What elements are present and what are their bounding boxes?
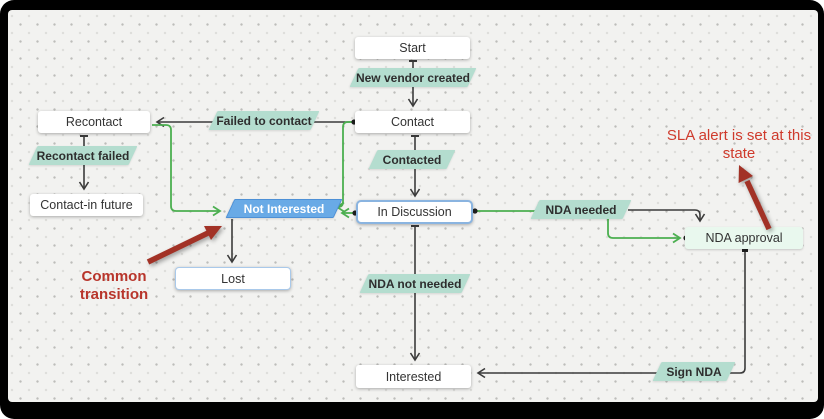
common-transition-arrow	[146, 226, 222, 265]
transition-not-interested[interactable]: Not Interested	[225, 199, 343, 218]
dot-indiscussion-right	[472, 208, 478, 214]
edge-approval-to-interested	[476, 252, 746, 379]
transition-label: Contacted	[382, 152, 442, 167]
state-label: Contact-in future	[40, 198, 133, 212]
annotation-sla-alert: SLA alert is set at this state	[666, 127, 812, 162]
state-label: Lost	[221, 271, 245, 286]
annotation-common-transition: Common transition	[79, 268, 149, 303]
transition-label: Sign NDA	[666, 364, 722, 379]
transition-label: Failed to contact	[216, 113, 312, 128]
sla-alert-arrow	[738, 165, 772, 231]
state-contact[interactable]: Contact	[355, 111, 470, 133]
state-label: NDA approval	[705, 231, 783, 245]
state-contact-in-future[interactable]: Contact-in future	[30, 194, 143, 216]
arrow-head	[204, 226, 222, 240]
transition-nda-needed[interactable]: NDA needed	[530, 200, 632, 219]
transition-failed-to-contact[interactable]: Failed to contact	[208, 111, 320, 130]
edge-recontact-to-notinterested	[152, 124, 222, 217]
transition-contacted[interactable]: Contacted	[368, 150, 456, 169]
arrow-shaft	[146, 230, 210, 265]
arrow-head	[738, 165, 753, 183]
state-start[interactable]: Start	[355, 37, 470, 59]
state-nda-approval[interactable]: NDA approval	[685, 227, 803, 249]
transition-new-vendor-created[interactable]: New vendor created	[349, 68, 477, 87]
transition-label: Not Interested	[243, 201, 325, 216]
state-lost[interactable]: Lost	[175, 267, 291, 290]
edge-ndaneeded-to-approval	[628, 209, 706, 223]
state-interested[interactable]: Interested	[356, 365, 471, 388]
state-recontact[interactable]: Recontact	[38, 111, 150, 133]
transition-label: Recontact failed	[36, 148, 130, 163]
arrow-shaft	[744, 179, 772, 231]
edge-contact-to-notinterested	[335, 121, 352, 213]
transition-label: New vendor created	[355, 70, 471, 85]
state-label: Recontact	[65, 115, 123, 129]
transition-recontact-failed[interactable]: Recontact failed	[28, 146, 138, 165]
state-label: Start	[399, 41, 426, 55]
transition-nda-not-needed[interactable]: NDA not needed	[359, 274, 471, 293]
state-label: In Discussion	[377, 205, 452, 219]
transition-label: NDA not needed	[368, 276, 462, 291]
transition-label: NDA needed	[545, 202, 617, 217]
state-in-discussion[interactable]: In Discussion	[356, 200, 473, 224]
dot-ndaapproval-bottom	[742, 248, 748, 252]
transition-sign-nda[interactable]: Sign NDA	[652, 362, 736, 381]
state-label: Contact	[390, 115, 435, 129]
state-label: Interested	[385, 369, 442, 384]
